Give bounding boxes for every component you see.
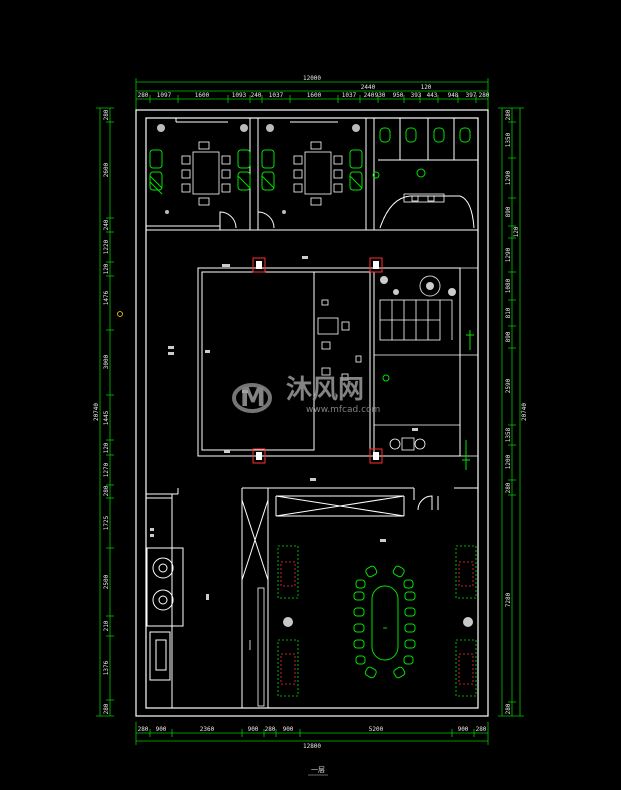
right-overall-dimension: 20740	[521, 403, 528, 421]
bottom-segment-1: 280	[138, 726, 149, 733]
right-segment-6: 1290	[505, 247, 512, 262]
svg-text:≈: ≈	[382, 625, 387, 632]
bottom-segment-4: 900	[248, 726, 259, 733]
dining-table-top-left	[181, 141, 231, 206]
top-segment-11: 950	[393, 92, 404, 99]
left-segment-5: 120	[103, 263, 110, 274]
right-segment-1: 280	[505, 109, 512, 120]
top-segment-4: 1093	[232, 92, 247, 99]
bottom-segment-3: 2360	[200, 726, 215, 733]
right-segment-5: 120	[513, 226, 520, 237]
banquet-table: ≈	[353, 565, 416, 679]
bottom-segment-7: 5200	[369, 726, 384, 733]
left-segment-2: 2600	[103, 162, 110, 177]
left-overall-dimension: 20740	[93, 403, 100, 421]
top-segment-16: 280	[479, 92, 490, 99]
top-segment-12: 393	[411, 92, 422, 99]
right-segment-2: 1350	[505, 132, 512, 147]
corridor-items	[249, 587, 265, 707]
right-segment-7: 1080	[505, 278, 512, 293]
lounge-chairs	[389, 437, 426, 451]
bottom-left-walls	[146, 487, 478, 708]
top-segment-5: 240	[251, 92, 262, 99]
left-segment-6: 1476	[103, 290, 110, 305]
left-segment-11: 280	[103, 485, 110, 496]
bottom-segment-5: 280	[265, 726, 276, 733]
structural-columns	[252, 257, 383, 464]
floor-caption: 一层	[311, 766, 325, 774]
left-segment-10: 1270	[103, 462, 110, 477]
left-segment-16: 280	[103, 703, 110, 714]
bottom-segment-9: 280	[476, 726, 487, 733]
column-fill	[256, 261, 379, 460]
top-segment-1: 280	[138, 92, 149, 99]
top-segment-8: 1037	[342, 92, 357, 99]
plant-cluster-right	[380, 275, 456, 297]
left-segment-4: 1220	[103, 239, 110, 254]
stove	[146, 547, 184, 681]
top-segment-3: 1600	[195, 92, 210, 99]
top-segment-10: 930	[375, 92, 386, 99]
central-props	[317, 299, 362, 381]
right-segment-13: 280	[505, 482, 512, 493]
top-overall-dimension: 12000	[303, 75, 321, 82]
right-segment-14: 7280	[505, 592, 512, 607]
right-segment-10: 2590	[505, 378, 512, 393]
top-segment-7: 1600	[307, 92, 322, 99]
windows	[172, 109, 452, 717]
right-segment-9: 890	[505, 331, 512, 342]
staircase	[374, 267, 478, 457]
left-segment-7: 3000	[103, 354, 110, 369]
bottom-segment-6: 900	[283, 726, 294, 733]
right-segment-3: 1290	[505, 170, 512, 185]
green-markers-right	[382, 330, 474, 470]
top-sub-dimension-2: 120	[421, 84, 432, 91]
plant-decor-top	[157, 124, 360, 214]
top-segment-13: 443	[427, 92, 438, 99]
left-segment-12: 1725	[103, 515, 110, 530]
left-segment-8: 1445	[103, 410, 110, 425]
top-segment-2: 1097	[157, 92, 172, 99]
left-segment-1: 280	[103, 109, 110, 120]
right-segment-8: 810	[505, 307, 512, 318]
top-segment-dimensions: 280 1097 1600 1093 240 1037 1600 1037 24…	[138, 92, 490, 99]
watermark-url: www.mfcad.com	[306, 405, 380, 415]
left-segment-dimensions: 280 2600 240 1220 120 1476 3000 1445 120…	[103, 109, 110, 714]
right-segment-12: 1200	[505, 454, 512, 469]
watermark: M 沐风网 www.mfcad.com	[232, 375, 380, 415]
top-segment-9: 240	[364, 92, 375, 99]
bottom-segment-dimensions: 280 900 2360 900 280 900 5200 900 280	[138, 726, 487, 733]
top-segment-6: 1037	[269, 92, 284, 99]
annotation-marks	[150, 256, 418, 600]
bottom-overall-dimension: 12800	[303, 743, 321, 750]
left-segment-9: 120	[103, 442, 110, 453]
left-segment-3: 240	[103, 219, 110, 230]
top-rooms-walls	[146, 118, 478, 231]
dimension-ticks	[106, 95, 516, 737]
left-segment-15: 1376	[103, 660, 110, 675]
central-hall	[197, 267, 461, 457]
bottom-segment-2: 900	[156, 726, 167, 733]
banquet-side-sofas	[277, 545, 477, 697]
right-segment-11: 1358	[505, 427, 512, 442]
banquet-plants	[283, 617, 473, 627]
dining-table-top-middle	[293, 141, 343, 206]
washbasin-counter	[403, 193, 445, 203]
watermark-brand: 沐风网	[286, 375, 364, 405]
bottom-segment-8: 900	[458, 726, 469, 733]
top-segment-14: 948	[448, 92, 459, 99]
right-segment-15: 280	[505, 703, 512, 714]
left-segment-13: 2500	[103, 574, 110, 589]
green-furniture-top	[149, 127, 471, 195]
left-segment-14: 210	[103, 620, 110, 631]
banquet-sofa-markers	[280, 561, 474, 685]
axis-marker	[117, 311, 123, 317]
right-segment-4: 890	[505, 206, 512, 217]
dimension-lines	[96, 78, 524, 745]
top-segment-15: 397	[466, 92, 477, 99]
right-segment-dimensions: 280 1350 1290 890 120 1290 1080 810 890 …	[505, 109, 520, 714]
watermark-logo: M	[240, 383, 266, 413]
top-sub-dimension-1: 2440	[361, 84, 376, 91]
